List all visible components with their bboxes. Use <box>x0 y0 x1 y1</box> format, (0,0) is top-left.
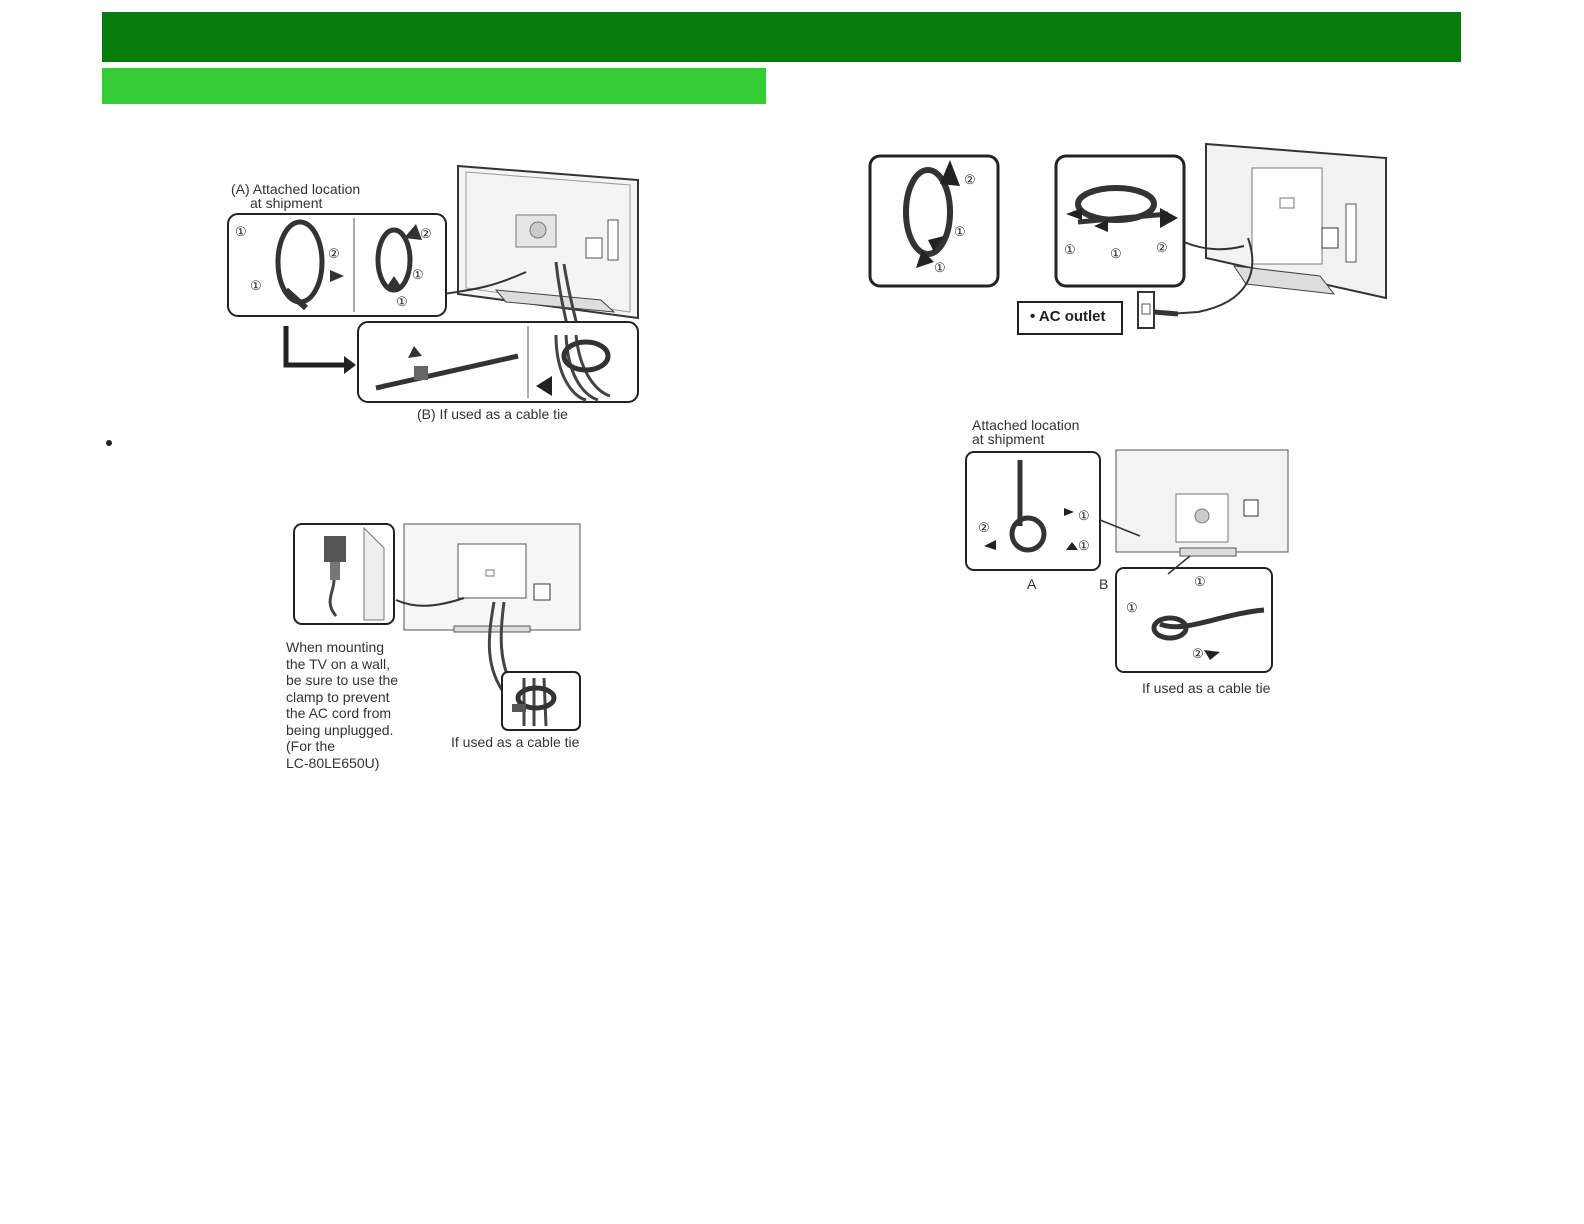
fig4-step-2-b: ② <box>1192 646 1204 661</box>
fig4-cable-tie-label: If used as a cable tie <box>1142 680 1271 696</box>
fig1-step-2-b: ② <box>420 226 432 241</box>
fig3-step-2-b: ② <box>1156 240 1168 255</box>
fig3-step-1-d: ① <box>1110 246 1122 261</box>
fig4-label-b: B <box>1099 576 1109 592</box>
fig2-note-line-7: (For the <box>286 738 336 754</box>
fig1-step-1-a: ① <box>235 224 247 239</box>
fig2-cable-tie-label: If used as a cable tie <box>451 734 580 750</box>
fig4-label-a: A <box>1027 576 1037 592</box>
figure-2-illustration <box>293 523 581 731</box>
figure-ac-outlet-clamp: • AC outlet ② ① ① ① ① ② <box>868 142 1388 342</box>
fig2-note-line-2: the TV on a wall, <box>286 655 391 672</box>
fig2-note-line-4: clamp to prevent <box>286 688 390 705</box>
fig1-step-1-d: ① <box>396 294 408 309</box>
fig4-step-1-b: ① <box>1078 538 1090 553</box>
subheader-bar <box>102 68 766 104</box>
fig1-label-a-line2: at shipment <box>250 195 323 211</box>
figure-4-illustration <box>965 449 1289 673</box>
fig2-note: When mounting the TV on a wall, be sure … <box>286 639 398 771</box>
bullet-point <box>106 440 112 446</box>
fig2-note-line-3: be sure to use the <box>286 672 399 688</box>
fig4-label-line1: Attached location <box>972 417 1080 433</box>
fig2-note-line-6: being unplugged. <box>286 721 394 738</box>
figure-3-illustration <box>868 142 1387 335</box>
fig4-label-line2: at shipment <box>972 431 1045 447</box>
figure-cable-clamp-a-b: (A) Attached location at shipment (B) If… <box>226 160 646 430</box>
fig4-step-1-d: ① <box>1126 600 1138 615</box>
fig1-step-1-b: ① <box>250 278 262 293</box>
fig3-step-1-b: ① <box>934 260 946 275</box>
fig2-note-line-1: When mounting <box>286 639 385 655</box>
fig4-step-1-c: ① <box>1194 574 1206 589</box>
fig1-step-2-a: ② <box>328 246 340 261</box>
header-bar <box>102 12 1461 62</box>
fig3-step-1-c: ① <box>1064 242 1076 257</box>
fig4-step-1-a: ① <box>1078 508 1090 523</box>
fig2-note-line-8: LC-80LE650U) <box>286 754 380 771</box>
figure-1-illustration <box>227 164 639 403</box>
fig1-step-1-c: ① <box>412 267 424 282</box>
fig2-note-line-5: the AC cord from <box>286 705 392 721</box>
fig3-step-2-a: ② <box>964 172 976 187</box>
fig4-step-2-a: ② <box>978 520 990 535</box>
fig3-step-1-a: ① <box>954 224 966 239</box>
figure-clamp-location: Attached location at shipment A B If use… <box>964 416 1292 700</box>
fig1-label-b: (B) If used as a cable tie <box>417 406 568 422</box>
fig3-ac-outlet-label: • AC outlet <box>1030 308 1106 325</box>
figure-wall-mount-clamp: When mounting the TV on a wall, be sure … <box>284 522 584 772</box>
fig1-label-a-line1: (A) Attached location <box>231 181 361 197</box>
